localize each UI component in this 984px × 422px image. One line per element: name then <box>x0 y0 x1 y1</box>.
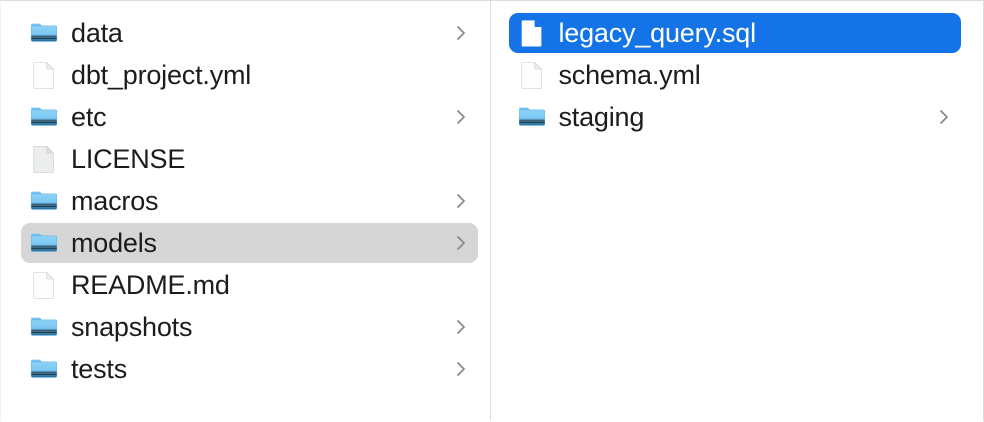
folder-row[interactable]: data <box>21 13 478 53</box>
folder-icon <box>29 312 59 342</box>
item-label: etc <box>71 102 107 132</box>
chevron-right-icon[interactable] <box>454 22 468 44</box>
file-row[interactable]: dbt_project.yml <box>21 55 478 95</box>
chevron-right-icon[interactable] <box>454 190 468 212</box>
item-label: models <box>71 228 157 258</box>
file-row[interactable]: LICENSE <box>21 139 478 179</box>
file-document-icon <box>517 18 547 48</box>
item-label: data <box>71 18 123 48</box>
folder-row[interactable]: models <box>21 223 478 263</box>
folder-icon <box>29 102 59 132</box>
item-label: README.md <box>71 270 230 300</box>
folder-icon <box>29 228 59 258</box>
folder-icon <box>517 102 547 132</box>
folder-icon <box>29 18 59 48</box>
chevron-placeholder <box>454 274 468 296</box>
chevron-placeholder <box>454 64 468 86</box>
item-label: staging <box>558 102 645 132</box>
file-document-icon <box>29 270 59 300</box>
item-label: snapshots <box>71 312 193 342</box>
folder-row[interactable]: snapshots <box>21 307 478 347</box>
file-row[interactable]: legacy_query.sql <box>508 13 961 53</box>
item-label: schema.yml <box>558 60 701 90</box>
chevron-placeholder <box>454 148 468 170</box>
item-label: legacy_query.sql <box>558 18 756 48</box>
folder-row[interactable]: etc <box>21 97 478 137</box>
finder-column-child[interactable]: legacy_query.sql schema.yml staging <box>490 1 983 421</box>
file-generic-icon <box>29 144 59 174</box>
item-label: dbt_project.yml <box>71 60 252 90</box>
file-row[interactable]: README.md <box>21 265 478 305</box>
chevron-right-icon[interactable] <box>454 316 468 338</box>
chevron-right-icon[interactable] <box>454 232 468 254</box>
folder-row[interactable]: macros <box>21 181 478 221</box>
chevron-right-icon[interactable] <box>454 358 468 380</box>
file-row[interactable]: schema.yml <box>509 55 962 95</box>
file-document-icon <box>29 60 59 90</box>
item-label: LICENSE <box>71 144 186 174</box>
folder-icon <box>29 186 59 216</box>
chevron-right-icon[interactable] <box>937 106 951 128</box>
folder-row[interactable]: tests <box>21 349 478 389</box>
chevron-right-icon[interactable] <box>454 106 468 128</box>
file-document-icon <box>517 60 547 90</box>
chevron-placeholder <box>937 64 951 86</box>
folder-row[interactable]: staging <box>509 97 962 137</box>
item-label: macros <box>71 186 159 216</box>
item-label: tests <box>71 354 128 384</box>
folder-icon <box>29 354 59 384</box>
chevron-placeholder <box>937 22 951 44</box>
